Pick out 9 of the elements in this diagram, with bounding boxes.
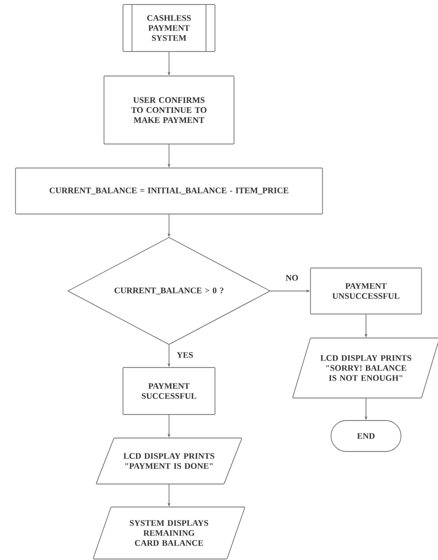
- edge-label: YES: [176, 351, 194, 359]
- process-box: CURRENT_BALANCE = INITIAL_BALANCE - ITEM_PRICE: [15, 168, 323, 214]
- process-box: PAYMENT UNSUCCESSFUL: [310, 268, 422, 314]
- output-parallelogram: LCD DISPLAY PRINTS "SORRY! BALANCE IS NOT ENOUGH": [292, 338, 438, 398]
- process-box: PAYMENT SUCCESSFUL: [122, 367, 216, 415]
- output-parallelogram: SYSTEM DISPLAYS REMAINING CARD BALANCE: [92, 506, 246, 560]
- process-box: USER CONFIRMS TO CONTINUE TO MAKE PAYMENT: [104, 76, 234, 144]
- predefined-process-box: CASHLESS PAYMENT SYSTEM: [122, 4, 216, 52]
- output-parallelogram: LCD DISPLAY PRINTS "PAYMENT IS DONE": [96, 438, 242, 484]
